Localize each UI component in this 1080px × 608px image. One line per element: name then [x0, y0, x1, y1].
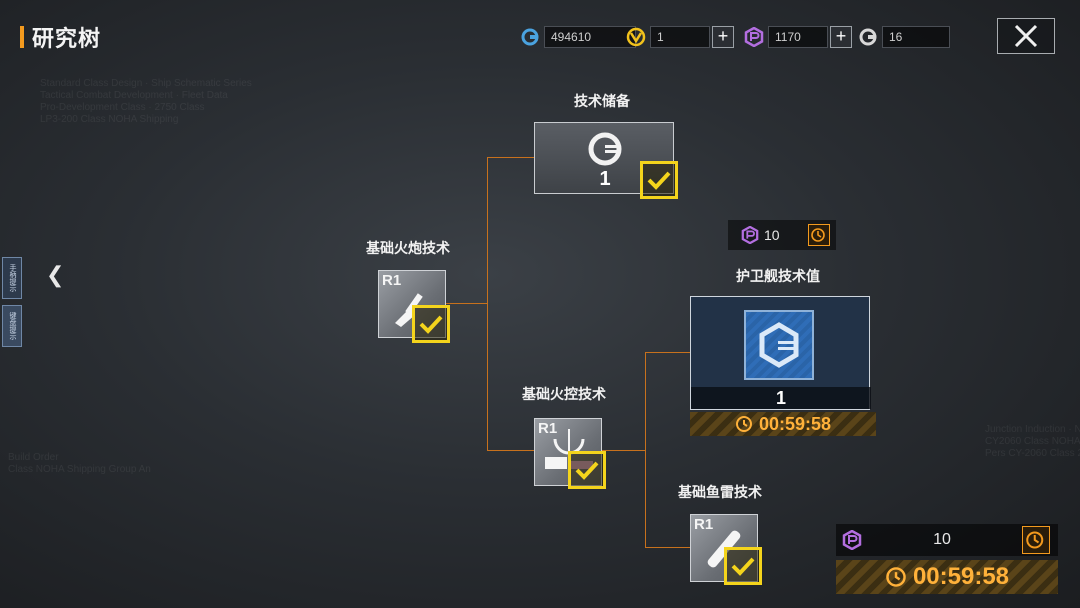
background-text-top-left: Standard Class Design · Ship Schematic S…	[40, 78, 252, 125]
escort-value-count: 1	[691, 387, 871, 409]
connector-line	[602, 450, 646, 451]
currency-purple-chip: 1170 +	[744, 26, 852, 48]
connector-line	[446, 303, 488, 304]
escort-value-label: 护卫舰技术值	[736, 268, 820, 284]
cannon-icon	[395, 293, 423, 327]
gold-token-value: 1	[650, 26, 710, 48]
background-text-left: Build Order Class NOHA Shipping Group An	[8, 452, 151, 475]
purple-chip-icon	[740, 225, 760, 245]
purple-chip-icon	[842, 530, 862, 550]
tech-reserve-count: 1	[599, 168, 611, 190]
check-icon	[724, 547, 762, 585]
gear-coin-icon	[588, 132, 622, 166]
connector-line	[487, 450, 534, 451]
side-tab-gamepad-hint[interactable]: 手柄提示	[2, 257, 22, 299]
basic-cannon-label: 基础火炮技术	[366, 240, 450, 256]
speed-up-button[interactable]	[808, 224, 830, 246]
queue-cost-value: 10	[933, 531, 951, 548]
side-tab-keyboard-hint[interactable]: 键盘提示	[2, 305, 22, 347]
escort-cost-value: 10	[764, 227, 780, 243]
clock-icon	[886, 567, 906, 587]
tech-reserve-node[interactable]: 1	[534, 122, 678, 199]
hex-gear-icon	[759, 322, 799, 368]
side-hint-panel: 手柄提示 键盘提示	[0, 255, 26, 355]
white-coin-value: 16	[882, 26, 950, 48]
tier-badge: R1	[382, 272, 402, 289]
clock-icon	[735, 416, 752, 432]
connector-line	[487, 157, 488, 451]
research-queue-panel: 10 00:59:58	[836, 524, 1058, 594]
queue-timer-strip: 00:59:58	[836, 560, 1058, 594]
clock-fast-forward-icon	[811, 228, 825, 242]
connector-line	[645, 352, 646, 548]
currency-gold-token: 1 +	[626, 26, 734, 48]
gold-token-icon	[626, 27, 646, 47]
basic-torpedo-label: 基础鱼雷技术	[678, 484, 762, 500]
tier-badge: R1	[538, 420, 558, 437]
escort-cost-bar: 10	[728, 220, 836, 250]
gear-coin-value: 494610	[544, 26, 636, 48]
check-icon	[412, 305, 450, 343]
purple-chip-icon	[744, 27, 764, 47]
queue-timer: 00:59:58	[912, 563, 1010, 590]
check-icon	[640, 161, 678, 199]
purple-chip-add-button[interactable]: +	[830, 26, 852, 48]
gold-token-add-button[interactable]: +	[712, 26, 734, 48]
page-title: 研究树	[20, 24, 102, 51]
close-button[interactable]	[997, 18, 1055, 54]
white-coin-icon	[858, 27, 878, 47]
check-icon	[568, 451, 606, 489]
gear-coin-icon	[520, 27, 540, 47]
connector-line	[645, 547, 691, 548]
basic-fire-control-label: 基础火控技术	[522, 386, 606, 402]
escort-timer-strip: 00:59:58	[690, 412, 876, 436]
close-icon	[1014, 24, 1038, 48]
queue-cost-bar: 10	[836, 524, 1058, 556]
currency-white-coin: 16	[858, 26, 950, 48]
escort-tech-icon-frame	[744, 310, 814, 380]
background-text-right: Junction Induction · Not CY2060 Class NO…	[985, 424, 1080, 459]
queue-speed-up-button[interactable]	[1022, 526, 1050, 554]
clock-fast-forward-icon	[1026, 531, 1044, 549]
escort-value-node[interactable]: 1	[690, 296, 871, 410]
basic-fire-control-node[interactable]: R1	[534, 418, 606, 489]
basic-cannon-node[interactable]: R1	[378, 270, 450, 343]
purple-chip-value: 1170	[768, 26, 828, 48]
title-accent	[20, 26, 24, 48]
connector-line	[487, 157, 535, 158]
currency-gear-coin: 494610	[520, 26, 636, 48]
chevron-left-icon[interactable]: ❮	[46, 262, 65, 287]
connector-line	[645, 352, 691, 353]
escort-timer: 00:59:58	[758, 413, 832, 434]
page-title-text: 研究树	[32, 26, 102, 51]
tier-badge: R1	[694, 516, 714, 533]
basic-torpedo-node[interactable]: R1	[690, 514, 762, 585]
tech-reserve-label: 技术储备	[574, 93, 630, 109]
